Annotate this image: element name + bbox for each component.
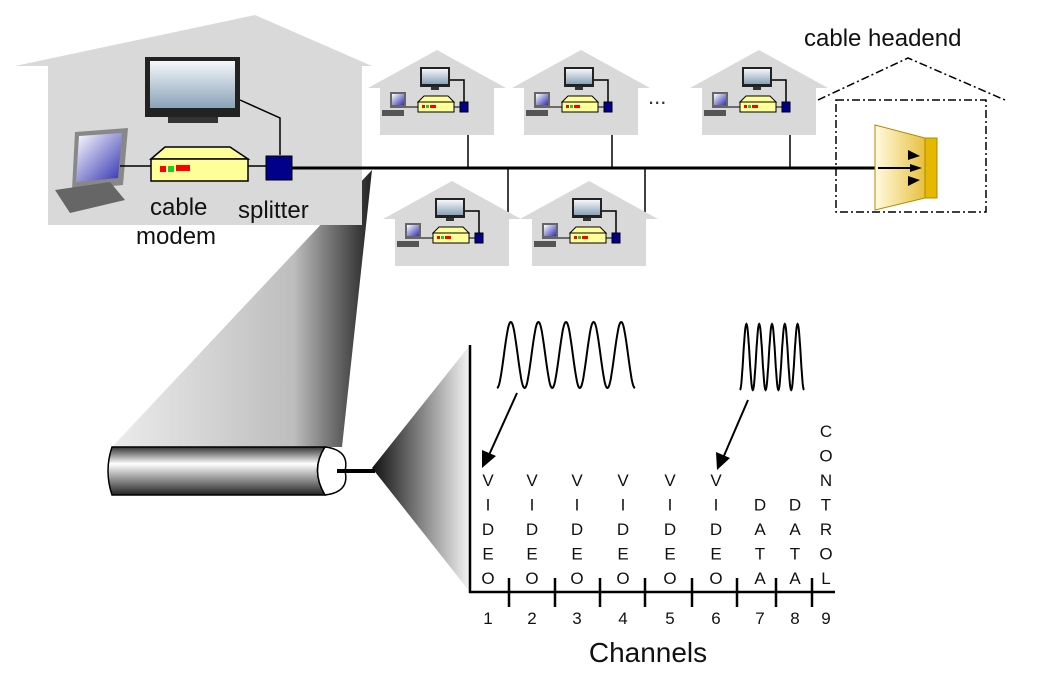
neighbor-house	[689, 49, 829, 136]
channel-number: 5	[665, 609, 674, 628]
high-frequency-wave	[739, 322, 805, 392]
headend-label: cable headend	[804, 25, 961, 52]
modem-label-line1: cable	[150, 194, 207, 221]
cable-headend: cable headend	[804, 25, 1006, 213]
channel-number: 3	[572, 609, 581, 628]
channel-number: 2	[527, 609, 536, 628]
channel-number: 4	[618, 609, 627, 628]
arrow-to-channel-1	[482, 392, 518, 468]
coax-cable-icon	[107, 446, 375, 496]
cable-modem-icon	[148, 146, 251, 182]
channel-number: 1	[483, 609, 492, 628]
headend-equipment-icon	[874, 124, 938, 211]
neighbor-house	[367, 49, 507, 136]
arrow-to-channel-6	[716, 399, 749, 470]
channel-number: 7	[755, 609, 764, 628]
neighbor-house	[382, 180, 522, 267]
neighbor-house	[511, 49, 651, 136]
zoom-cone-right	[372, 345, 470, 592]
low-frequency-wave	[496, 320, 636, 390]
tv-icon	[145, 57, 240, 123]
home-house: cable modem splitter	[15, 15, 372, 250]
channel-number: 8	[790, 609, 799, 628]
computer-icon	[55, 128, 128, 213]
zoom-cone-top	[112, 170, 372, 447]
channel-number: 9	[821, 609, 830, 628]
splitter-icon	[265, 155, 293, 181]
axis-title: Channels	[589, 637, 707, 668]
neighbor-house	[519, 180, 659, 267]
modem-label-line2: modem	[136, 223, 216, 250]
channel-number: 6	[711, 609, 720, 628]
more-houses-ellipsis: ...	[648, 84, 666, 109]
splitter-label: splitter	[238, 197, 309, 224]
